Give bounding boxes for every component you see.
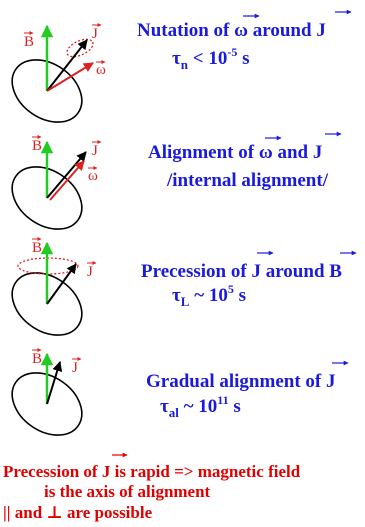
label-J: J — [72, 360, 78, 376]
panel-alignment-graphic: B J ω — [11, 135, 102, 230]
label-B: B — [24, 34, 34, 50]
footer-line-2: is the axis of alignment — [44, 482, 211, 501]
footer-line-1: Precession of J is rapid => magnetic fie… — [3, 462, 301, 481]
timescale: τL ~ 105 s — [172, 282, 246, 309]
spin-vector-omega — [49, 160, 85, 201]
panel-subtitle: /internal alignment/ — [166, 170, 329, 191]
momentum-vector-J — [46, 263, 77, 305]
timescale: τn < 10-5 s — [172, 45, 249, 72]
panel-precession-graphic: B J — [11, 237, 97, 336]
label-J: J — [87, 264, 93, 280]
timescale: τal ~ 1011 s — [160, 393, 241, 420]
label-B: B — [32, 240, 42, 256]
spin-vector-omega — [46, 62, 94, 92]
footer-text: Precession of J is rapid => magnetic fie… — [3, 452, 301, 522]
label-omega: ω — [96, 62, 106, 78]
label-J: J — [92, 143, 98, 159]
label-J: J — [92, 26, 98, 42]
grain-ellipse — [11, 372, 83, 436]
grain-ellipse — [11, 59, 83, 123]
footer-line-3: || and ⊥ are possible — [3, 503, 153, 522]
panel-alignment-text: Alignment of ω and J /internal alignment… — [148, 131, 342, 191]
momentum-vector-J — [46, 361, 63, 405]
panel-nutation-graphic: B J ω — [11, 23, 106, 123]
panel-nutation-text: Nutation of ω around J τn < 10-5 s — [137, 9, 352, 72]
panel-heading: Precession of J around B — [141, 261, 342, 282]
label-B: B — [32, 138, 42, 154]
panel-gradual-text: Gradual alignment of J τal ~ 1011 s — [146, 360, 349, 420]
panel-heading: Alignment of ω and J — [148, 142, 322, 163]
panel-heading: Gradual alignment of J — [146, 371, 335, 392]
nutation-cone-ellipse — [66, 38, 94, 58]
momentum-vector-J — [46, 39, 88, 92]
momentum-vector-J — [46, 151, 87, 199]
panel-heading: Nutation of ω around J — [137, 20, 326, 41]
panel-precession-text: Precession of J around B τL ~ 105 s — [141, 250, 357, 309]
label-omega: ω — [88, 168, 98, 184]
panel-gradual-graphic: B J — [11, 348, 83, 436]
grain-ellipse — [11, 166, 83, 230]
label-B: B — [32, 351, 42, 367]
